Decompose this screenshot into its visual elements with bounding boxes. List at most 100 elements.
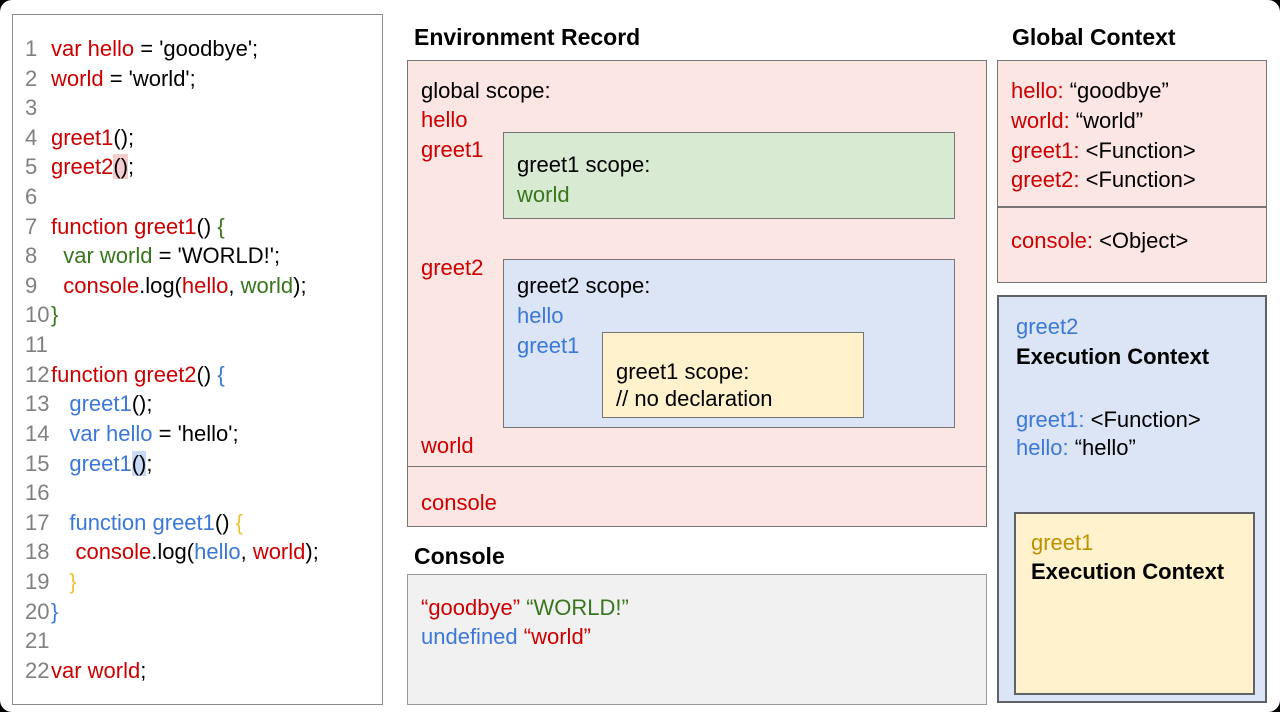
global-scope-label: global scope: (421, 78, 551, 103)
code-token: greet2 (51, 154, 114, 180)
code-token: , (228, 272, 241, 298)
code-token: () (131, 450, 147, 476)
inner-greet1-scope-box: greet1 scope: // no declaration (602, 332, 864, 418)
console-entry-box: console (407, 466, 987, 527)
code-text: greet1(); (51, 389, 153, 419)
global-context-heading: Global Context (1012, 24, 1176, 50)
code-line: 9 console.log(hello, world); (13, 271, 382, 301)
code-token: = 'hello'; (152, 420, 239, 446)
global-context-entry: greet2: <Function> (1011, 168, 1196, 192)
token: <Function> (1079, 138, 1196, 163)
code-token: world (51, 65, 104, 91)
greet1-execution-context-name: greet1 (1031, 530, 1094, 555)
line-number: 22 (25, 657, 50, 683)
greet1-scope-entry-world: world (517, 182, 570, 207)
code-line: 3 (13, 93, 382, 123)
global-scope-entry-greet1: greet1 (421, 137, 484, 162)
code-token: (); (113, 124, 135, 150)
code-line: 18 console.log(hello, world); (13, 537, 382, 567)
code-token: world (252, 539, 306, 565)
code-token: () (196, 361, 218, 387)
code-token: var hello (69, 420, 153, 446)
code-token: { (217, 361, 225, 387)
code-text: var hello = 'goodbye'; (51, 34, 258, 64)
code-token: var world (51, 657, 141, 683)
code-token (51, 243, 63, 268)
code-token: (); (131, 391, 153, 417)
code-token: } (51, 302, 59, 328)
code-line: 17 function greet1() { (13, 508, 382, 538)
code-token: console (63, 272, 140, 298)
line-number: 5 (25, 154, 38, 180)
line-number: 21 (25, 628, 50, 654)
code-text: greet1(); (51, 123, 134, 153)
global-scope-entry-greet2: greet2 (421, 255, 484, 280)
line-number: 8 (25, 243, 38, 269)
token: “WORLD!” (526, 595, 629, 620)
code-text: } (51, 567, 76, 597)
token: greet2: (1011, 167, 1080, 192)
code-token: greet1 (51, 124, 114, 150)
code-token: = 'world'; (103, 65, 196, 91)
code-token: function greet1 (51, 213, 197, 239)
code-token: hello (181, 272, 229, 298)
code-token: .log( (151, 539, 195, 565)
code-token (51, 539, 75, 564)
line-number: 11 (25, 332, 48, 358)
token: <Function> (1084, 407, 1201, 432)
line-number: 17 (25, 509, 50, 535)
line-number: 14 (25, 420, 50, 446)
code-text: console.log(hello, world); (51, 537, 319, 567)
console-heading: Console (414, 543, 505, 569)
token: greet1: (1016, 407, 1085, 432)
token: <Object> (1092, 228, 1189, 253)
line-number: 16 (25, 480, 50, 506)
greet2-scope-box: greet2 scope: hello greet1 greet1 scope:… (503, 259, 955, 428)
code-line: 16 (13, 478, 382, 508)
console-output-line: “goodbye” “WORLD!” (421, 596, 629, 620)
code-token (51, 569, 69, 594)
token: <Function> (1079, 167, 1196, 192)
line-number: 3 (25, 95, 38, 121)
code-token: = 'goodbye'; (134, 36, 259, 61)
code-text: console.log(hello, world); (51, 271, 306, 301)
code-token: var hello (51, 36, 135, 61)
token: “world” (1069, 108, 1144, 133)
code-token: ); (305, 539, 319, 565)
code-token (51, 391, 69, 416)
line-number: 9 (25, 272, 38, 298)
code-line: 6 (13, 182, 382, 212)
greet2-execution-context-entry: greet1: <Function> (1016, 408, 1201, 432)
code-token: world (240, 272, 294, 298)
code-token: { (235, 509, 244, 535)
code-line: 20} (13, 597, 382, 627)
console-entry-label: console (421, 490, 497, 515)
global-context-variables-box: hello: “goodbye” world: “world” greet1: … (997, 60, 1267, 207)
console-output-line: undefined “world” (421, 625, 591, 649)
code-token (51, 421, 69, 446)
token: world: (1011, 108, 1070, 133)
token: greet1: (1011, 138, 1080, 163)
code-text: var world; (51, 656, 146, 686)
global-context-entry: world: “world” (1011, 109, 1143, 133)
token: hello: (1011, 78, 1064, 103)
code-line: 8 var world = 'WORLD!'; (13, 241, 382, 271)
greet1-scope-box: greet1 scope: world (503, 132, 955, 219)
line-number: 2 (25, 65, 38, 91)
code-token: ; (128, 154, 135, 180)
line-number: 19 (25, 568, 50, 594)
greet2-execution-context-name: greet2 (1016, 314, 1079, 339)
code-text: function greet1() { (51, 212, 225, 242)
line-number: 6 (25, 184, 38, 210)
line-number: 10 (25, 302, 50, 328)
code-text: function greet1() { (51, 508, 243, 538)
code-text: greet2(); (51, 152, 134, 182)
inner-greet1-scope-label: greet1 scope: (616, 359, 750, 384)
greet1-scope-label: greet1 scope: (517, 152, 651, 177)
code-token: ; (140, 657, 147, 683)
